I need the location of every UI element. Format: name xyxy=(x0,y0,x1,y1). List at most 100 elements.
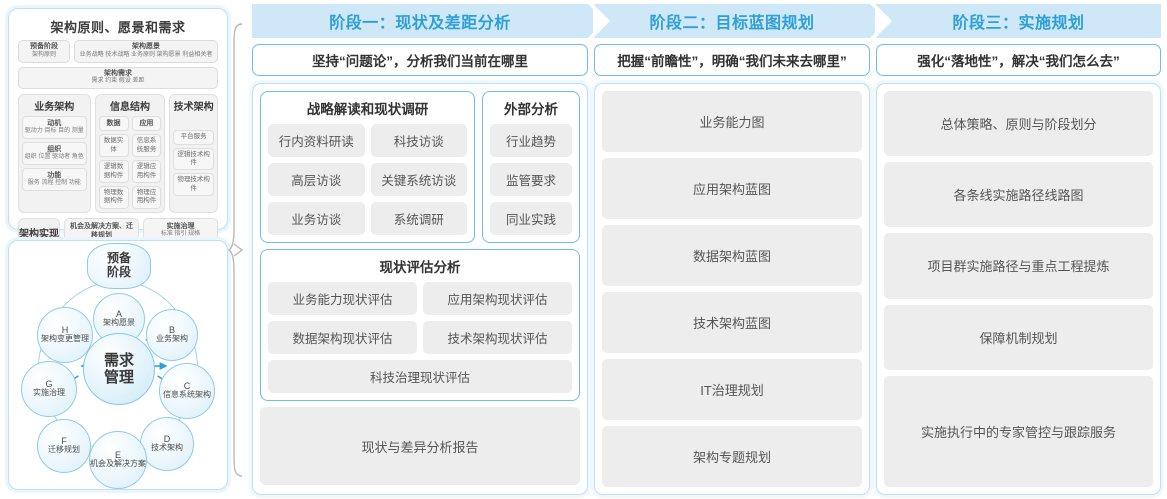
phase-1-header[interactable]: 阶段一：现状及差距分析 xyxy=(252,4,605,38)
application-header-tile: 应用 xyxy=(131,116,162,132)
data-subcolumn: 数据 数据实体 逻辑数据构件 物理数据构件 xyxy=(98,116,129,209)
list-item[interactable]: 行内资料研读 xyxy=(268,124,365,157)
phase-2-subtitle: 把握“前瞻性”，明确“我们未来去哪里” xyxy=(594,44,870,76)
technology-architecture-column: 技术架构 平台服务 逻辑技术构件 物理技术构件 xyxy=(169,94,218,213)
data-entity-tile: 数据实体 xyxy=(98,134,129,158)
list-item[interactable]: 项目群实施路径与重点工程提炼 xyxy=(884,233,1153,299)
preliminary-title: 预备阶段 xyxy=(30,43,58,50)
adm-wheel: 预备阶段 A 架构愿景 B 业务架构 C 信息系统架构 xyxy=(9,241,227,489)
list-item[interactable]: 技术架构现状评估 xyxy=(423,321,572,354)
adm-node-e: E 机会及解决方案 xyxy=(89,431,147,489)
adm-node-g: G 实施治理 xyxy=(21,361,77,417)
principles-vision-row: 预备阶段 架构原则 架构愿景 业务战略 技术战略 业务原则 架构愿景 利益相关者 xyxy=(14,40,222,63)
information-structure-title: 信息结构 xyxy=(109,102,150,114)
list-item[interactable]: 各条线实施路径线路图 xyxy=(884,162,1153,228)
current-state-assessment-title: 现状评估分析 xyxy=(379,260,461,275)
physical-data-component-tile: 物理数据构件 xyxy=(98,185,129,209)
architecture-vision-box: 架构愿景 业务战略 技术战略 业务原则 架构愿景 利益相关者 xyxy=(74,40,218,63)
list-item[interactable]: 监管要求 xyxy=(490,163,572,196)
preliminary-phase-box: 预备阶段 架构原则 xyxy=(18,40,70,63)
strategy-research-items: 行内资料研读 科技访谈 高层访谈 关键系统访谈 业务访谈 系统调研 xyxy=(268,124,467,235)
adm-node-preliminary: 预备阶段 xyxy=(87,243,151,289)
vision-title: 架构愿景 xyxy=(132,43,160,50)
list-item[interactable]: 高层访谈 xyxy=(268,163,365,196)
phase-3-body: 总体策略、原则与阶段划分 各条线实施路径线路图 项目群实施路径与重点工程提炼 保… xyxy=(876,83,1161,495)
phase-2-column: 阶段二：目标蓝图规划 把握“前瞻性”，明确“我们未来去哪里” 业务能力图 应用架… xyxy=(593,4,887,495)
current-state-assessment-card: 现状评估分析 业务能力现状评估 应用架构现状评估 数据架构现状评估 技术架构现状… xyxy=(260,249,580,401)
requirements-sub: 需求 约束 假设 差距 xyxy=(91,78,145,85)
phase-1-body: 战略解读和现状调研 行内资料研读 科技访谈 高层访谈 关键系统访谈 业务访谈 系… xyxy=(252,83,588,495)
adm-node-f: F 迁移规划 xyxy=(37,419,91,473)
adm-node-h: H 架构变更管理 xyxy=(37,307,93,363)
content-framework-title: 架构原则、愿景和需求 xyxy=(50,20,186,35)
phase-1-title: 阶段一：现状及差距分析 xyxy=(329,15,511,32)
list-item[interactable]: 总体策略、原则与阶段划分 xyxy=(884,91,1153,157)
strategy-research-card: 战略解读和现状调研 行内资料研读 科技访谈 高层访谈 关键系统访谈 业务访谈 系… xyxy=(260,91,475,243)
external-analysis-card: 外部分析 行业趋势 监管要求 同业实践 xyxy=(482,91,580,243)
list-item[interactable]: 业务访谈 xyxy=(268,202,365,235)
phase-1-output-card[interactable]: 现状与差异分析报告 xyxy=(260,407,580,485)
phase-2-header[interactable]: 阶段二：目标蓝图规划 xyxy=(593,4,887,38)
organization-tile: 组织 组织 位置 驱动者 角色 xyxy=(22,141,87,165)
phase-3-column: 阶段三：实施规划 强化“落地性”，解决“我们怎么去” 总体策略、原则与阶段划分 … xyxy=(875,4,1161,495)
list-item[interactable]: 系统调研 xyxy=(370,202,467,235)
technology-architecture-title: 技术架构 xyxy=(173,102,214,114)
architecture-requirements-box: 架构需求 需求 约束 假设 差距 xyxy=(18,66,218,90)
adm-preliminary-label: 预备阶段 xyxy=(106,251,131,279)
current-state-assessment-items: 业务能力现状评估 应用架构现状评估 数据架构现状评估 技术架构现状评估 xyxy=(268,282,572,354)
reference-column: 架构原则、愿景和需求 预备阶段 架构原则 架构愿景 业务战略 技术战略 业务原则… xyxy=(8,8,230,492)
data-header-tile: 数据 xyxy=(98,116,129,132)
list-item[interactable]: 技术架构蓝图 xyxy=(602,292,862,353)
list-item[interactable]: 数据架构现状评估 xyxy=(268,321,417,354)
information-structure-column: 信息结构 数据 数据实体 逻辑数据构件 xyxy=(94,94,166,213)
list-item[interactable]: 同业实践 xyxy=(490,202,572,235)
vision-sub: 业务战略 技术战略 业务原则 架构愿景 利益相关者 xyxy=(79,51,213,58)
adm-center-label: 需求管理 xyxy=(103,351,134,386)
external-analysis-items: 行业趋势 监管要求 同业实践 xyxy=(490,124,572,235)
list-item[interactable]: 科技访谈 xyxy=(370,124,467,157)
phase-2-items: 业务能力图 应用架构蓝图 数据架构蓝图 技术架构蓝图 IT治理规划 架构专题规划 xyxy=(602,91,862,487)
physical-technology-component-tile: 物理技术构件 xyxy=(173,173,214,197)
business-architecture-column: 业务架构 动机 驱动力 目标 目的 测量 组织 组织 位置 驱动者 角色 功能 xyxy=(18,94,91,213)
logical-data-component-tile: 逻辑数据构件 xyxy=(98,160,129,183)
physical-application-component-tile: 物理应用构件 xyxy=(131,185,162,209)
adm-node-c: C 信息系统架构 xyxy=(159,363,215,419)
logical-technology-component-tile: 逻辑技术构件 xyxy=(173,147,214,171)
strategy-research-title: 战略解读和现状调研 xyxy=(306,102,429,117)
brace-connector xyxy=(228,23,244,477)
application-subcolumn: 应用 信息系统服务 逻辑应用构件 物理应用构件 xyxy=(131,116,162,209)
platform-service-tile: 平台服务 xyxy=(173,130,214,145)
function-tile: 功能 服务 流程 控制 功能 xyxy=(22,167,87,191)
list-item[interactable]: 业务能力现状评估 xyxy=(268,282,417,315)
togaf-content-framework-panel: 架构原则、愿景和需求 预备阶段 架构原则 架构愿景 业务战略 技术战略 业务原则… xyxy=(8,8,228,252)
list-item-governance-assessment[interactable]: 科技治理现状评估 xyxy=(268,360,572,393)
list-item[interactable]: 应用架构现状评估 xyxy=(423,282,572,315)
adm-cycle-panel: 预备阶段 A 架构愿景 B 业务架构 C 信息系统架构 xyxy=(8,240,228,490)
phase-3-subtitle: 强化“落地性”，解决“我们怎么去” xyxy=(876,44,1161,76)
phase-2-body: 业务能力图 应用架构蓝图 数据架构蓝图 技术架构蓝图 IT治理规划 架构专题规划 xyxy=(594,83,870,495)
phase-1-top-row: 战略解读和现状调研 行内资料研读 科技访谈 高层访谈 关键系统访谈 业务访谈 系… xyxy=(260,91,580,243)
information-system-service-tile: 信息系统服务 xyxy=(131,134,162,158)
preliminary-sub: 架构原则 xyxy=(31,51,56,58)
architecture-domain-columns: 业务架构 动机 驱动力 目标 目的 测量 组织 组织 位置 驱动者 角色 功能 xyxy=(14,89,222,213)
phase-3-items: 总体策略、原则与阶段划分 各条线实施路径线路图 项目群实施路径与重点工程提炼 保… xyxy=(884,91,1153,487)
list-item[interactable]: 架构专题规划 xyxy=(602,426,862,487)
list-item[interactable]: 行业趋势 xyxy=(490,124,572,157)
motivation-tile: 动机 驱动力 目标 目的 测量 xyxy=(22,116,87,139)
list-item[interactable]: 应用架构蓝图 xyxy=(602,158,862,219)
list-item[interactable]: 保障机制规划 xyxy=(884,304,1153,370)
business-architecture-title: 业务架构 xyxy=(34,102,75,114)
phase-1-column: 阶段一：现状及差距分析 坚持“问题论”，分析我们当前在哪里 战略解读和现状调研 … xyxy=(252,4,605,495)
list-item[interactable]: 数据架构蓝图 xyxy=(602,225,862,286)
list-item[interactable]: 关键系统访谈 xyxy=(370,163,467,196)
list-item[interactable]: 实施执行中的专家管控与跟踪服务 xyxy=(884,375,1153,487)
list-item[interactable]: 业务能力图 xyxy=(602,91,862,152)
phase-2-title: 阶段二：目标蓝图规划 xyxy=(649,15,815,32)
external-analysis-title: 外部分析 xyxy=(504,102,558,117)
requirements-title: 架构需求 xyxy=(104,69,132,77)
logical-application-component-tile: 逻辑应用构件 xyxy=(131,160,162,183)
list-item[interactable]: IT治理规划 xyxy=(602,359,862,420)
phase-3-header[interactable]: 阶段三：实施规划 xyxy=(875,4,1161,38)
phase-1-subtitle: 坚持“问题论”，分析我们当前在哪里 xyxy=(252,44,588,76)
